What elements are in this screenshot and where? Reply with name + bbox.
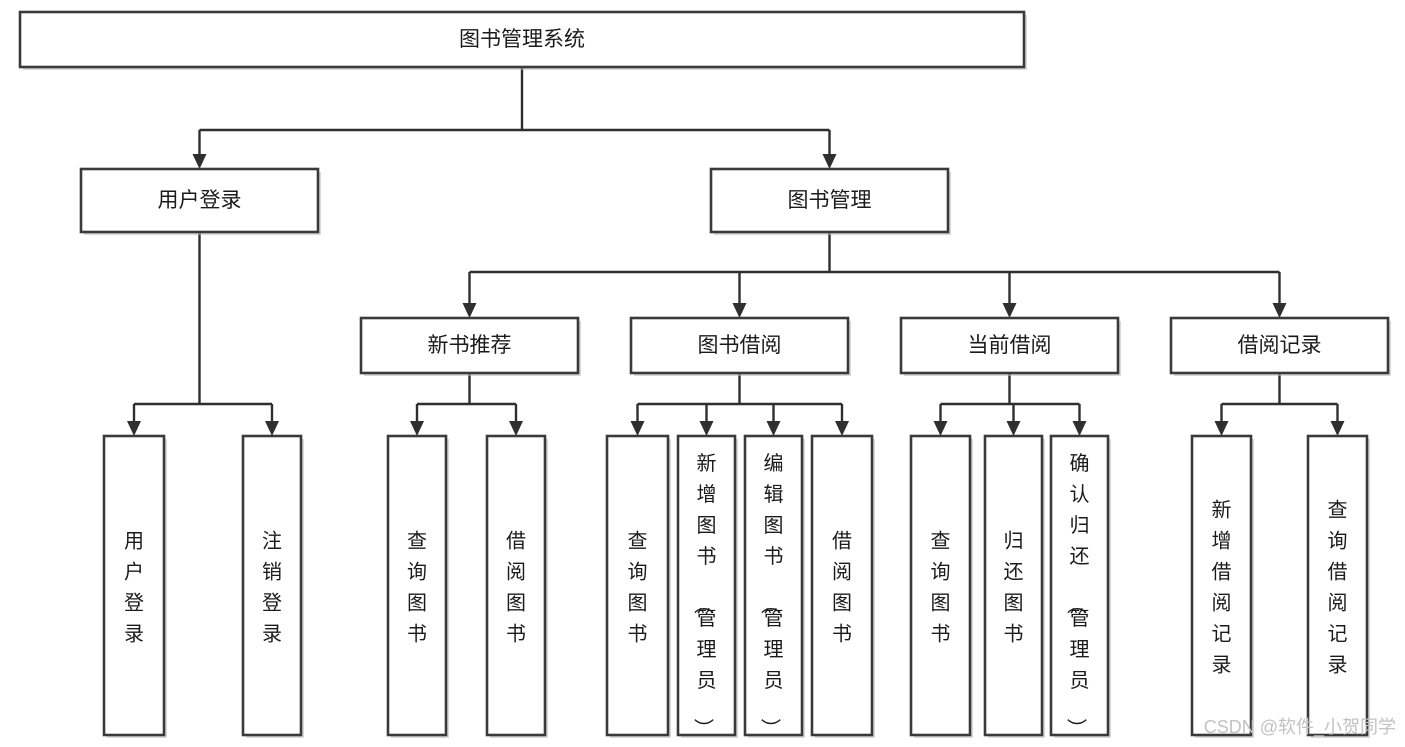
arrow-head-icon (192, 154, 207, 169)
node-box[interactable] (909, 434, 972, 737)
connectors-layer (127, 67, 1345, 436)
node-box[interactable] (1049, 434, 1110, 737)
node-current-borrow[interactable]: 当前借阅 (899, 316, 1121, 376)
node-box[interactable] (983, 434, 1044, 737)
node-label: 查询借阅记录 (1328, 499, 1348, 677)
node-label: 确认归还（管理员） (1065, 452, 1090, 738)
node-box[interactable] (743, 434, 804, 737)
node-label: 编辑图书（管理员） (759, 452, 784, 738)
arrow-head-icon (1214, 421, 1229, 436)
node-leaf-query-borrow-record[interactable]: 查询借阅记录 (1306, 434, 1370, 738)
node-user-login[interactable]: 用户登录 (79, 167, 321, 235)
node-book-borrow[interactable]: 图书借阅 (629, 316, 851, 376)
node-label: 图书管理 (788, 189, 872, 212)
arrow-head-icon (766, 421, 781, 436)
node-box[interactable] (709, 167, 950, 234)
arrow-head-icon (462, 303, 477, 318)
node-label: 当前借阅 (968, 334, 1052, 357)
arrow-head-icon (630, 421, 645, 436)
watermark-layer: CSDN @软件_小贺同学 (1204, 717, 1396, 738)
node-label: 查询图书 (407, 530, 427, 646)
node-leaf-query-book-recommend[interactable]: 查询图书 (386, 434, 449, 738)
node-box[interactable] (1169, 316, 1390, 375)
node-leaf-edit-book-admin[interactable]: 编辑图书（管理员） (743, 434, 805, 738)
node-label: 借阅图书 (832, 530, 852, 646)
node-label: 图书管理系统 (459, 28, 585, 51)
node-leaf-query-book-current[interactable]: 查询图书 (909, 434, 973, 738)
arrow-head-icon (1006, 421, 1021, 436)
node-box[interactable] (1306, 434, 1369, 737)
arrow-head-icon (410, 421, 424, 436)
arrow-head-icon (1072, 421, 1087, 436)
node-book-manage[interactable]: 图书管理 (709, 167, 951, 235)
arrow-head-icon (732, 303, 747, 318)
arrow-head-icon (933, 421, 948, 436)
arrow-head-icon (822, 154, 837, 169)
node-box[interactable] (899, 316, 1120, 375)
node-box[interactable] (676, 434, 737, 737)
node-leaf-confirm-return-admin[interactable]: 确认归还（管理员） (1049, 434, 1111, 738)
node-label: 查询图书 (931, 530, 951, 646)
node-borrow-record[interactable]: 借阅记录 (1169, 316, 1391, 376)
node-leaf-add-book-admin[interactable]: 新增图书（管理员） (676, 434, 738, 738)
node-box[interactable] (359, 316, 580, 375)
node-label: 新增图书（管理员） (692, 452, 717, 738)
node-label: 借阅记录 (1238, 334, 1322, 357)
node-label: 新书推荐 (428, 334, 512, 357)
node-leaf-add-borrow-record[interactable]: 新增借阅记录 (1190, 434, 1254, 738)
node-leaf-logout-login[interactable]: 注销登录 (241, 434, 304, 738)
arrow-head-icon (1002, 303, 1017, 318)
node-leaf-borrow-book[interactable]: 借阅图书 (810, 434, 875, 738)
node-box[interactable] (605, 434, 670, 737)
node-box[interactable] (629, 316, 850, 375)
node-label: 借阅图书 (506, 530, 526, 646)
node-label: 归还图书 (1004, 530, 1024, 646)
node-label: 用户登录 (158, 189, 242, 212)
node-box[interactable] (485, 434, 547, 737)
arrow-head-icon (127, 421, 141, 436)
node-leaf-return-book[interactable]: 归还图书 (983, 434, 1045, 738)
node-box[interactable] (810, 434, 874, 737)
nodes-layer: 图书管理系统用户登录图书管理新书推荐图书借阅当前借阅借阅记录用户登录注销登录查询… (18, 10, 1391, 738)
watermark: CSDN @软件_小贺同学 (1204, 717, 1396, 738)
arrow-head-icon (265, 421, 279, 436)
node-label: 图书借阅 (698, 334, 782, 357)
arrow-head-icon (835, 421, 849, 436)
node-box[interactable] (1190, 434, 1253, 737)
node-label: 注销登录 (262, 530, 282, 646)
arrow-head-icon (1272, 303, 1287, 318)
node-root[interactable]: 图书管理系统 (18, 10, 1027, 70)
node-label: 查询图书 (628, 530, 648, 646)
node-leaf-borrow-book-recommend[interactable]: 借阅图书 (485, 434, 548, 738)
node-box[interactable] (241, 434, 303, 737)
arrow-head-icon (1330, 421, 1345, 436)
node-leaf-user-login[interactable]: 用户登录 (102, 434, 167, 738)
node-label: 用户登录 (124, 531, 144, 646)
node-box[interactable] (386, 434, 448, 737)
node-leaf-query-book-borrow[interactable]: 查询图书 (605, 434, 671, 738)
node-label: 新增借阅记录 (1212, 499, 1232, 677)
arrow-head-icon (699, 421, 714, 436)
node-box[interactable] (79, 167, 320, 234)
node-box[interactable] (18, 10, 1026, 69)
node-new-book-recommend[interactable]: 新书推荐 (359, 316, 581, 376)
arrow-head-icon (509, 421, 523, 436)
node-box[interactable] (102, 434, 166, 737)
